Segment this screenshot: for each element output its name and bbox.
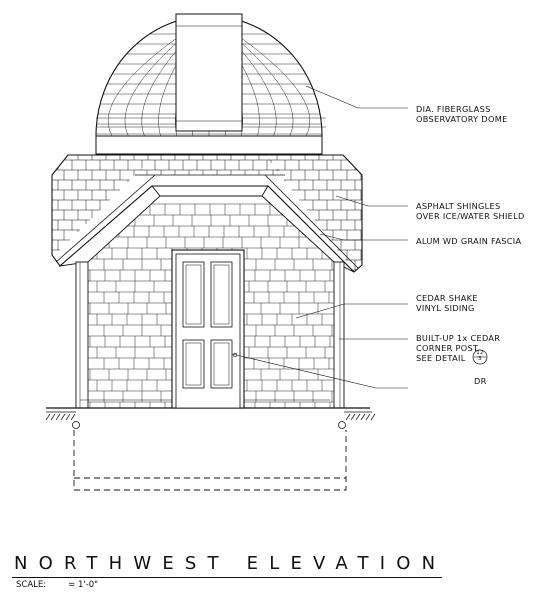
footing-right <box>338 421 346 429</box>
dome-base-ring <box>95 135 323 155</box>
entry-door <box>171 249 245 409</box>
note-dome: DIA. FIBERGLASS OBSERVATORY DOME <box>416 104 508 124</box>
shingles-leader <box>335 195 408 207</box>
scale-value: = 1'-0" <box>68 580 99 590</box>
note-fascia: ALUM WD GRAIN FASCIA <box>416 236 522 246</box>
dome-leader <box>305 85 408 109</box>
scale-note: SCALE: = 1'-0" <box>16 580 98 590</box>
title-underline <box>12 577 442 578</box>
footing-left <box>72 421 80 429</box>
drawing-title: NORTHWEST ELEVATION <box>14 553 447 574</box>
leader-lines <box>231 85 408 389</box>
siding-leader <box>295 303 408 319</box>
observatory-dome <box>95 13 326 155</box>
corner-post-left <box>75 261 89 409</box>
foundation <box>45 411 376 491</box>
note-door: DR <box>474 376 487 386</box>
fascia-leader <box>319 233 408 241</box>
note-shingles: ASPHALT SHINGLES OVER ICE/WATER SHIELD <box>416 201 525 221</box>
dome-shutter <box>175 13 243 132</box>
detail-callout <box>472 349 488 365</box>
door-leader <box>231 353 408 389</box>
corner-post-right <box>333 261 345 409</box>
footing-outline <box>73 430 347 491</box>
detail-number: 12 3 <box>476 350 484 362</box>
scale-label: SCALE: <box>16 580 47 590</box>
note-siding: CEDAR SHAKE VINYL SIDING <box>416 293 478 313</box>
note-corner-post: BUILT-UP 1x CEDAR CORNER POST SEE DETAIL <box>416 333 501 363</box>
